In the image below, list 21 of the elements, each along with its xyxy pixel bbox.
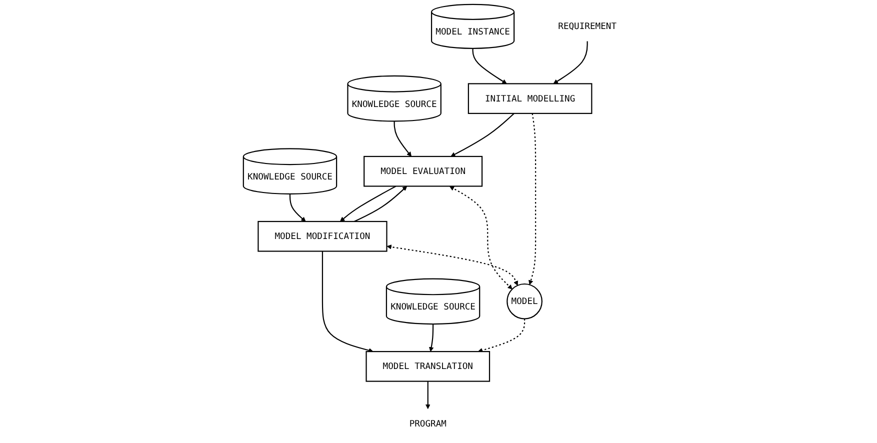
node-text: PROGRAM <box>410 418 447 429</box>
arrow <box>472 48 508 84</box>
arrow <box>528 113 536 285</box>
node-box: MODEL MODIFICATION <box>258 220 388 252</box>
arrow <box>340 186 396 222</box>
arrow <box>322 251 374 353</box>
node-box: MODEL EVALUATION <box>364 156 483 187</box>
arrow <box>394 121 412 157</box>
node-text: REQUIREMENT <box>558 20 617 32</box>
arrow <box>478 318 526 353</box>
arrow <box>450 186 513 290</box>
arrow <box>554 41 588 84</box>
arrow <box>426 381 431 410</box>
node-box: INITIAL MODELLING <box>468 83 593 114</box>
arrow <box>429 324 434 352</box>
arrow <box>290 194 306 222</box>
node-box: MODEL TRANSLATION <box>366 351 490 382</box>
node-circle: MODEL <box>506 283 543 320</box>
arrow <box>450 113 515 157</box>
arrow <box>354 186 408 222</box>
arrow <box>387 244 518 286</box>
